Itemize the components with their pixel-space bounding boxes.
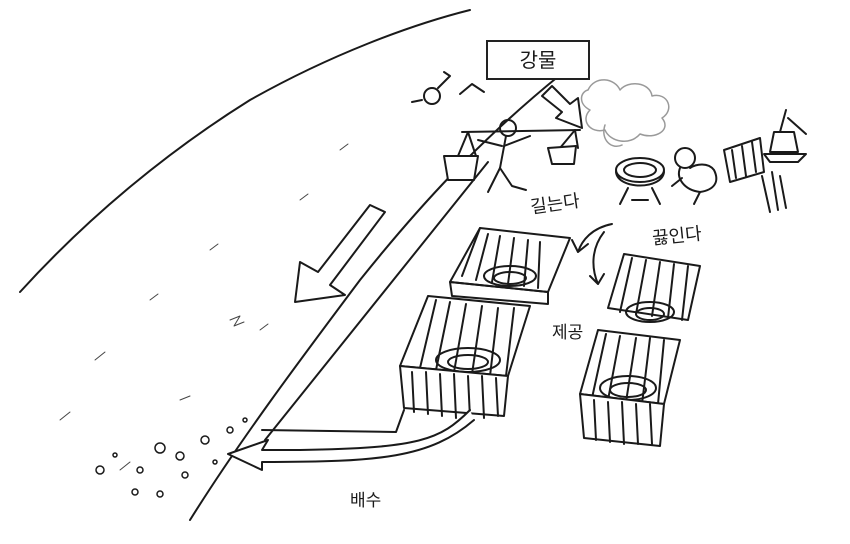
bathtub-icon: [399, 295, 531, 419]
firewood-icon: [723, 137, 787, 213]
river-label: 강물: [486, 40, 590, 80]
bathtub-icon: [449, 227, 571, 305]
river-ripples: [59, 143, 349, 471]
river-bank-upper: [19, 9, 471, 293]
carry-path-line: [264, 161, 489, 441]
drain-label: 배수: [350, 491, 382, 511]
pump-icon: [763, 109, 807, 163]
boil-to-tubs-arrow-icon: [571, 223, 613, 253]
bathtub-icon: [579, 329, 681, 447]
provide-label: 제공: [552, 323, 584, 343]
river-flow-arrow-icon: [294, 204, 386, 303]
bathtub-icon: [607, 253, 701, 323]
boiling-pot-icon: [615, 157, 665, 205]
swimmer-icon: [411, 71, 485, 105]
person-carrying-buckets-icon: [443, 119, 581, 193]
drain-pipe: [261, 409, 405, 433]
steam-cloud: [580, 79, 670, 147]
gravel: [95, 417, 248, 498]
boil-label: 끓인다: [651, 223, 703, 250]
crouching-person-icon: [671, 147, 718, 205]
river-to-fire-arrow-icon: [541, 85, 583, 129]
drain-arrow-icon: [227, 409, 475, 471]
river-bank-lower: [189, 74, 561, 521]
boil-to-tubs-arrow2-icon: [589, 231, 605, 285]
